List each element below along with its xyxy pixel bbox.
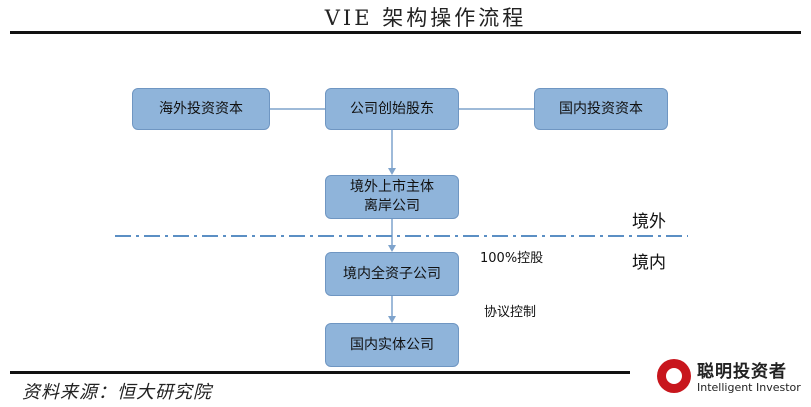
- node-overseas-capital: 海外投资资本: [132, 88, 270, 130]
- page-title: VIE 架构操作流程: [324, 6, 527, 30]
- edge-label-agreement: 协议控制: [484, 305, 537, 320]
- arrowhead-offshore: [388, 168, 396, 175]
- region-label-onshore: 境内: [632, 253, 666, 273]
- logo-name-cn: 聪明投资者: [697, 362, 787, 382]
- arrowhead-wfoe: [388, 245, 396, 252]
- logo-mark-icon: [657, 359, 691, 393]
- arrowhead-domestic: [388, 316, 396, 323]
- logo-name-en: Intelligent Investor: [697, 381, 801, 394]
- edge-label-holding: 100%控股: [480, 251, 544, 266]
- node-domestic-capital: 国内投资资本: [534, 88, 668, 130]
- top-divider: [10, 31, 801, 34]
- bottom-divider: [10, 371, 630, 374]
- node-domestic-entity: 国内实体公司: [325, 323, 459, 367]
- node-founders: 公司创始股东: [325, 88, 459, 130]
- node-wfoe: 境内全资子公司: [325, 252, 459, 296]
- source-note: 资料来源：恒大研究院: [22, 382, 212, 403]
- brand-logo: 聪明投资者 Intelligent Investor: [655, 355, 805, 403]
- region-label-offshore: 境外: [632, 212, 666, 232]
- node-offshore-entity: 境外上市主体 离岸公司: [325, 175, 459, 219]
